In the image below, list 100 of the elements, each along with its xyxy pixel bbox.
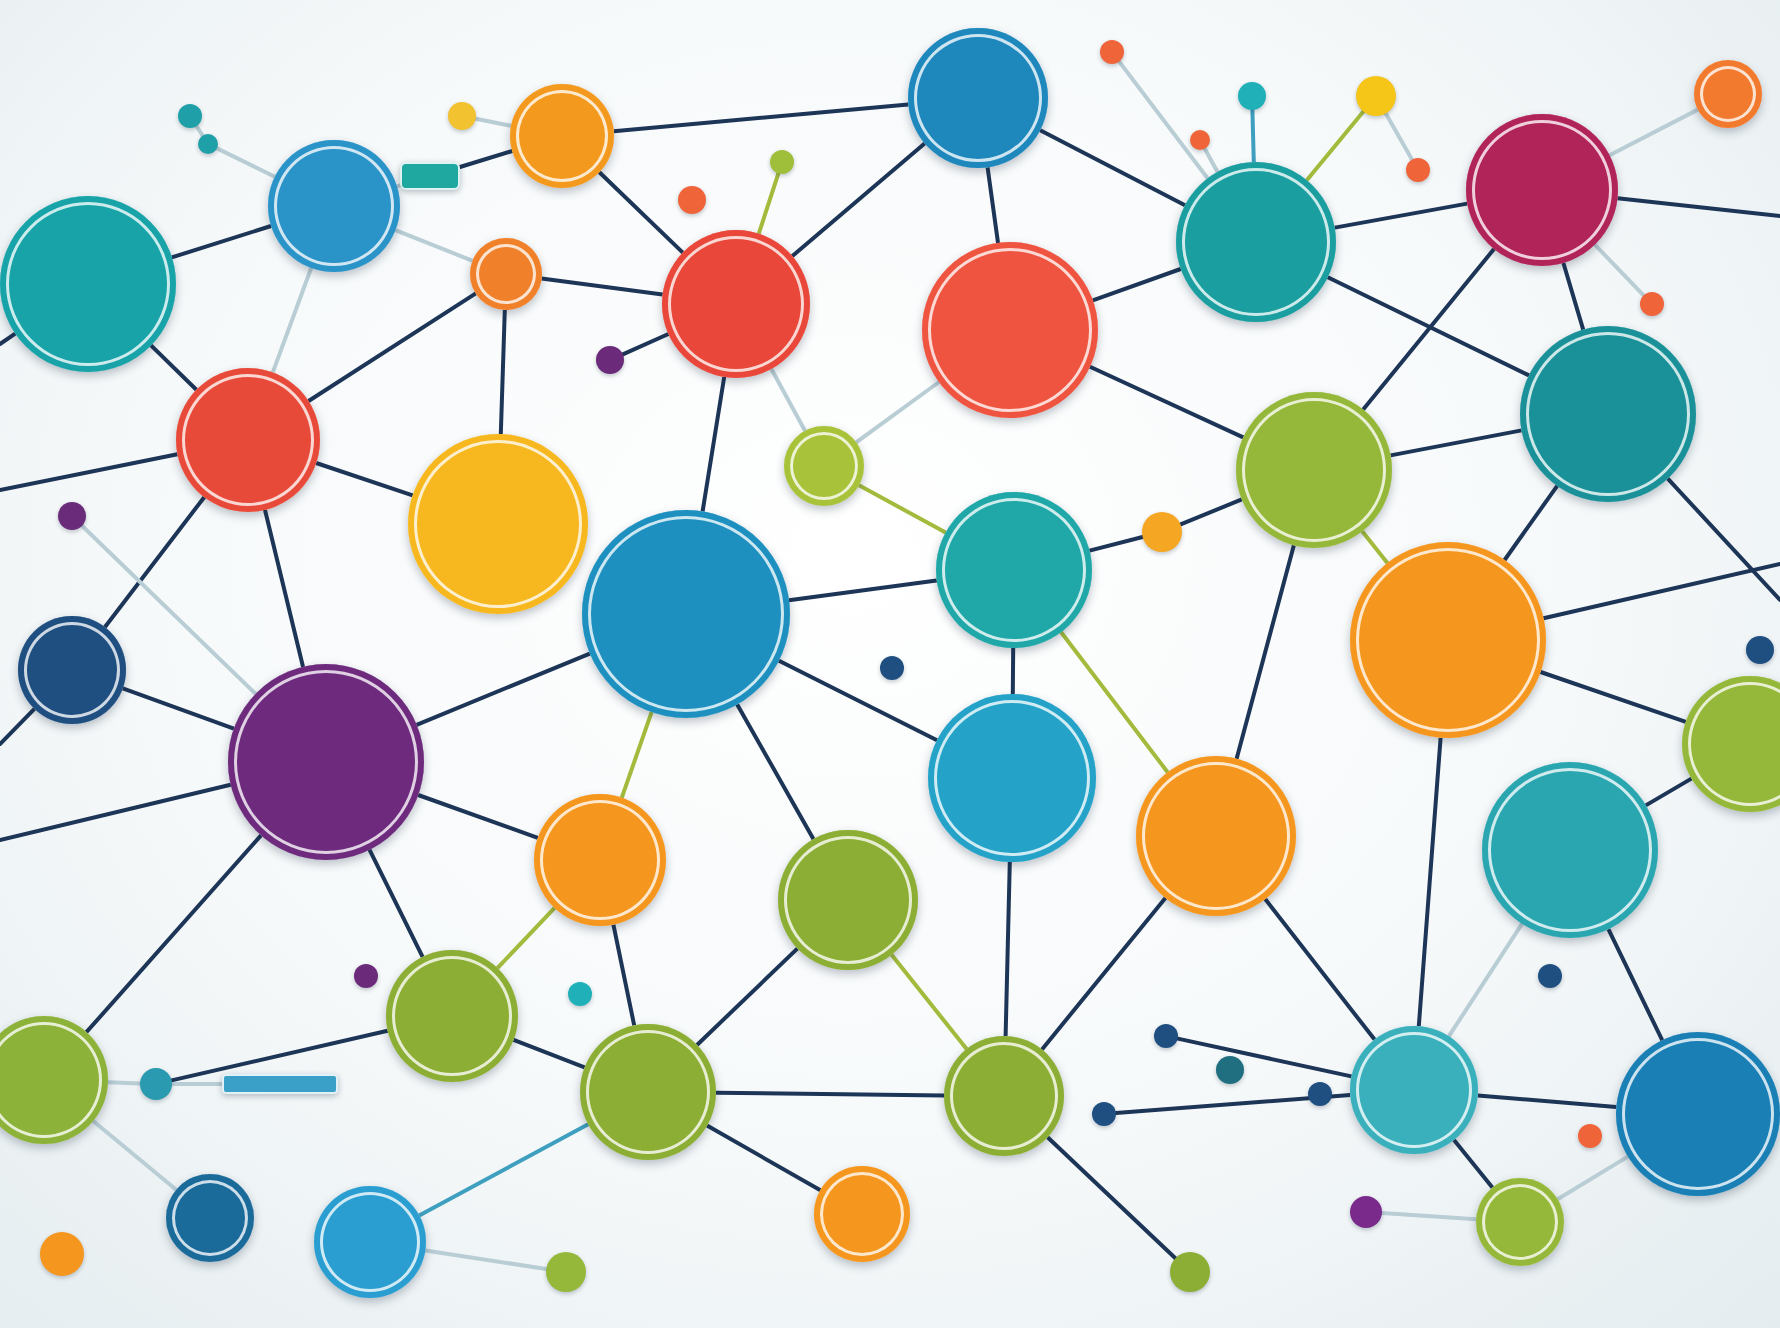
connector-line bbox=[1010, 646, 1016, 696]
connector-line bbox=[0, 782, 233, 842]
connector-line bbox=[170, 1082, 224, 1086]
network-node bbox=[0, 1016, 108, 1144]
connector-line bbox=[169, 1028, 390, 1083]
connector-line bbox=[1234, 543, 1296, 761]
connector-line bbox=[1304, 109, 1366, 183]
network-node bbox=[936, 492, 1092, 648]
connector-line bbox=[416, 793, 540, 840]
node-dot bbox=[770, 150, 794, 174]
node-dot bbox=[448, 102, 476, 130]
connector-line bbox=[1088, 364, 1246, 440]
network-node bbox=[1476, 1178, 1564, 1266]
network-node bbox=[928, 694, 1096, 862]
network-node bbox=[534, 794, 666, 926]
connector-line bbox=[1541, 562, 1780, 621]
node-dot bbox=[1640, 292, 1664, 316]
connector-line bbox=[1003, 860, 1012, 1038]
connector-line bbox=[539, 276, 665, 297]
connector-line bbox=[1361, 247, 1496, 412]
connector-line bbox=[414, 651, 592, 727]
connector-line bbox=[1388, 428, 1524, 458]
connector-line bbox=[1332, 201, 1470, 230]
connector-line bbox=[1606, 927, 1665, 1043]
connector-line bbox=[84, 833, 263, 1035]
network-node bbox=[1350, 542, 1546, 738]
connector-line bbox=[1175, 1036, 1354, 1079]
connector-line bbox=[1592, 242, 1646, 298]
network-node bbox=[386, 950, 518, 1082]
connector-line bbox=[854, 380, 941, 445]
connector-line bbox=[106, 1080, 142, 1086]
connector-line bbox=[1380, 1211, 1478, 1222]
connector-line bbox=[1452, 1138, 1495, 1190]
network-node bbox=[662, 230, 810, 378]
node-dot bbox=[1350, 1196, 1382, 1228]
network-node bbox=[784, 426, 864, 506]
connector-line bbox=[149, 343, 199, 392]
network-node bbox=[1350, 1026, 1478, 1154]
network-node bbox=[268, 140, 400, 272]
connector-line bbox=[889, 952, 969, 1051]
connector-line bbox=[270, 266, 314, 375]
connector-line bbox=[1446, 921, 1524, 1039]
node-dot bbox=[1170, 1252, 1210, 1292]
node-dot bbox=[1092, 1102, 1116, 1126]
connector-line bbox=[1416, 735, 1443, 1029]
connector-line bbox=[417, 1122, 591, 1218]
connector-line bbox=[1502, 483, 1560, 562]
connector-line bbox=[790, 141, 927, 258]
node-dot bbox=[58, 502, 86, 530]
connector-line bbox=[0, 331, 18, 346]
connector-line bbox=[1114, 1093, 1353, 1115]
node-dot bbox=[1238, 82, 1266, 110]
network-node bbox=[1520, 326, 1696, 502]
node-dot bbox=[1190, 130, 1210, 150]
connector-line bbox=[1250, 108, 1256, 164]
node-dot bbox=[1142, 512, 1182, 552]
connector-line bbox=[1665, 476, 1780, 602]
connector-line bbox=[215, 146, 277, 179]
connector-line bbox=[0, 452, 180, 492]
connector-line bbox=[619, 710, 654, 800]
connector-line bbox=[1087, 535, 1145, 553]
node-dot bbox=[178, 104, 202, 128]
connector-line bbox=[367, 847, 425, 959]
connector-line bbox=[1040, 896, 1168, 1052]
node-dot bbox=[1356, 76, 1396, 116]
connector-line bbox=[473, 116, 513, 128]
connector-line bbox=[1038, 128, 1187, 208]
network-node bbox=[778, 830, 918, 970]
connector-line bbox=[91, 1119, 179, 1192]
network-node bbox=[166, 1174, 254, 1262]
connector-line bbox=[777, 658, 939, 743]
connector-line bbox=[620, 332, 671, 357]
connector-line bbox=[1538, 670, 1688, 724]
network-node bbox=[1176, 162, 1336, 322]
tag-box bbox=[400, 162, 460, 190]
node-dot bbox=[198, 134, 218, 154]
connector-line bbox=[80, 523, 258, 696]
connector-line bbox=[1090, 267, 1183, 303]
connector-line bbox=[1555, 1154, 1630, 1202]
connector-line bbox=[1178, 497, 1244, 527]
network-node bbox=[470, 238, 542, 310]
network-node bbox=[1236, 392, 1392, 548]
connector-line bbox=[1561, 261, 1586, 332]
connector-line bbox=[1202, 146, 1220, 174]
connector-line bbox=[511, 1037, 587, 1070]
network-node bbox=[228, 664, 424, 860]
node-dot bbox=[1406, 158, 1430, 182]
connector-line bbox=[314, 461, 415, 498]
network-node bbox=[944, 1036, 1064, 1156]
connector-line bbox=[263, 508, 305, 669]
connector-line bbox=[169, 224, 273, 260]
connector-line bbox=[597, 170, 685, 255]
connector-line bbox=[1643, 776, 1694, 808]
network-node bbox=[908, 28, 1048, 168]
connector-line bbox=[985, 165, 1000, 245]
connector-line bbox=[787, 578, 939, 603]
connector-line bbox=[1475, 1093, 1619, 1109]
network-node bbox=[814, 1166, 910, 1262]
connector-line bbox=[495, 905, 557, 971]
label-bar bbox=[222, 1074, 338, 1094]
